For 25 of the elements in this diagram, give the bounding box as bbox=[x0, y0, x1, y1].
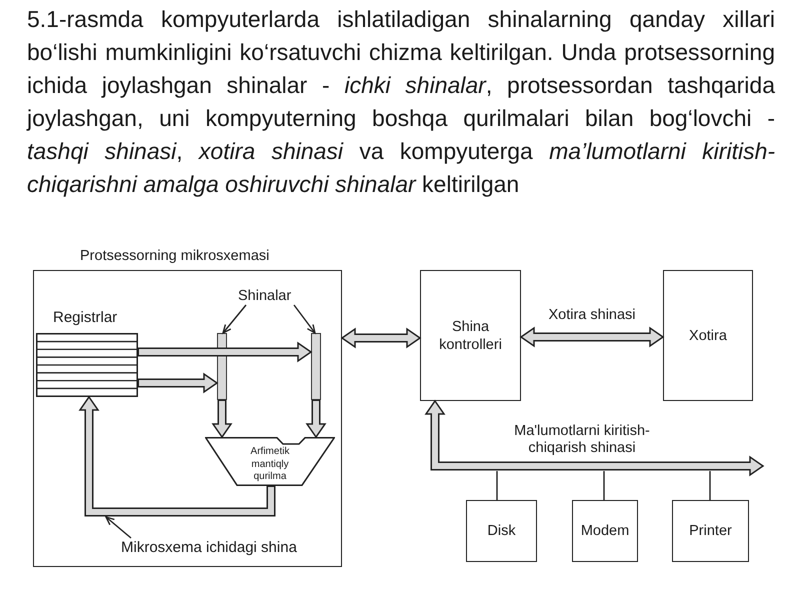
bus-arrow bbox=[520, 326, 664, 348]
chip-title: Protsessorning mikrosxemasi bbox=[80, 247, 270, 265]
bus-arrow bbox=[212, 400, 232, 438]
leader-line bbox=[293, 304, 316, 334]
leader-line bbox=[222, 304, 247, 334]
branch-line bbox=[496, 471, 498, 500]
branch-line bbox=[709, 471, 711, 500]
bus-arrow bbox=[138, 342, 312, 362]
bus-arrow bbox=[306, 400, 326, 438]
bus-label: Mikrosxema ichidagi shina bbox=[121, 538, 313, 558]
bus-arrow bbox=[138, 372, 218, 394]
controller-box: Shina kontrolleri bbox=[420, 270, 521, 401]
device-box: Printer bbox=[672, 500, 749, 562]
bus-label: Shinalar bbox=[238, 287, 302, 305]
leader-line bbox=[104, 516, 132, 539]
bus-arrow bbox=[340, 328, 422, 348]
bus-arrow bbox=[78, 396, 276, 516]
alu-label: Arfimetik mantiqly qurilma bbox=[250, 446, 290, 484]
bus-arrow bbox=[424, 400, 764, 476]
device-box: Modem bbox=[572, 500, 638, 562]
branch-line bbox=[603, 471, 605, 500]
memory-box: Xotira bbox=[663, 270, 753, 401]
caption-paragraph: 5.1-rasmda kompyuterlarda ishlatiladigan shinalarning qanday xillari bo‘lishi mumkinligini ko‘rsatuvchi chizma keltirilgan. Unda protsessorning ichida joylashgan shinalar - ichki shinalar, protsessordan tashqarida joylashgan, uni kompyuterning boshqa qurilmalari bilan bog‘lovchi - tashqi shinasi, xotira shinasi va kompyuterga ma’lumotlarni kiritish-chiqarishni amalga oshiruvchi shinalar keltirilgan bbox=[27, 5, 775, 199]
register-label: Registrlar bbox=[53, 309, 118, 327]
device-box: Disk bbox=[466, 500, 537, 562]
